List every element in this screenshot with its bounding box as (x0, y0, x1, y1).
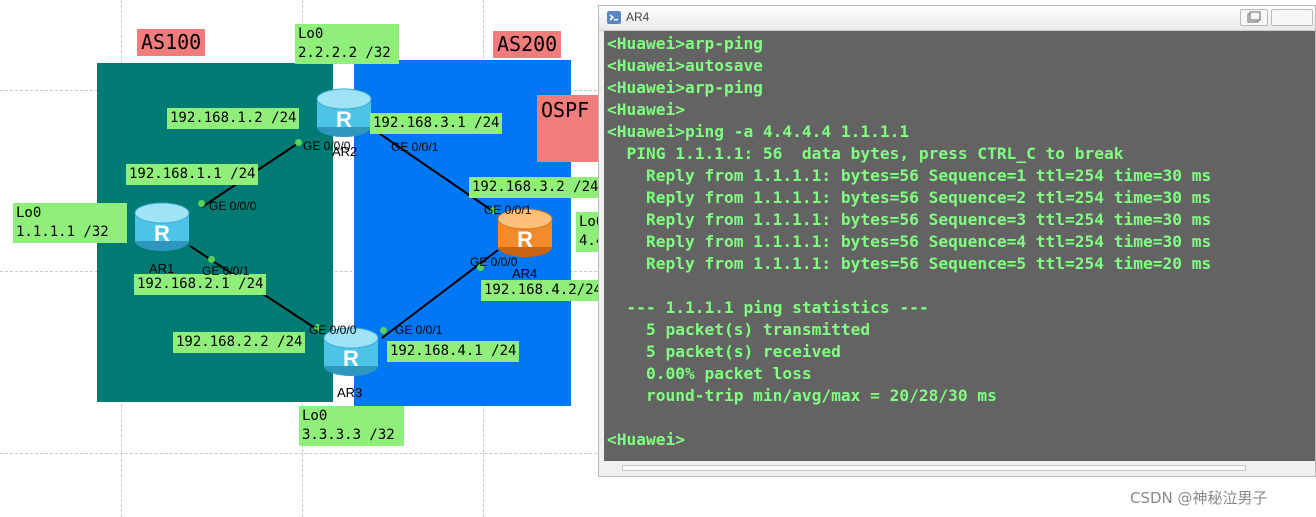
router-ar3-icon[interactable]: R (323, 322, 379, 378)
router-ar2-icon[interactable]: R (316, 83, 372, 139)
restore-button[interactable] (1240, 9, 1268, 26)
console-line: Reply from 1.1.1.1: bytes=56 Sequence=3 … (607, 210, 1212, 229)
as200-label[interactable]: AS200 (493, 31, 562, 58)
router-ar4-name: AR4 (512, 266, 538, 281)
svg-text:R: R (517, 227, 533, 252)
port-label-ar3-ge000: GE 0/0/0 (309, 323, 357, 337)
port-dot (477, 264, 484, 271)
ospf-label[interactable]: OSPF (537, 95, 603, 162)
console-line: <Huawei>ping -a 4.4.4.4 1.1.1.1 (607, 122, 910, 141)
console-line: Reply from 1.1.1.1: bytes=56 Sequence=2 … (607, 188, 1212, 207)
svg-text:R: R (336, 107, 352, 132)
ar4-loopback-label[interactable]: Lo0 4.4.4.4 /32 (576, 212, 602, 252)
router-ar3-name: AR3 (337, 385, 363, 400)
loopback-ip: 3.3.3.3 /32 (302, 427, 395, 443)
console-line: Reply from 1.1.1.1: bytes=56 Sequence=4 … (607, 232, 1212, 251)
port-dot (295, 139, 302, 146)
router-ar4-icon[interactable]: R (497, 203, 553, 259)
port-label-ar4-ge000: GE 0/0/0 (470, 255, 518, 269)
loopback-ip: 1.1.1.1 /32 (16, 224, 109, 240)
loopback-name: Lo0 (16, 205, 42, 221)
ip-label-ar1-ge001[interactable]: 192.168.2.1 /24 (134, 274, 267, 295)
port-label-ar2-ge000: GE 0/0/0 (303, 139, 351, 153)
horizontal-scrollbar[interactable] (604, 461, 1312, 473)
ip-label-ar4-ge001[interactable]: 192.168.3.2 /24 (469, 177, 602, 198)
ar1-loopback-label[interactable]: Lo0 1.1.1.1 /32 (13, 203, 127, 243)
close-button[interactable] (1271, 9, 1313, 26)
port-dot (208, 256, 215, 263)
as100-label[interactable]: AS100 (137, 29, 206, 56)
port-label-ar1-ge001: GE 0/0/1 (202, 264, 250, 278)
svg-text:R: R (343, 346, 359, 371)
port-dot (314, 324, 321, 331)
watermark: CSDN @神秘泣男子 (1130, 489, 1268, 507)
loopback-name: Lo0 (298, 26, 324, 42)
ip-label-ar2-ge000[interactable]: 192.168.1.2 /24 (167, 108, 300, 129)
terminal-app-icon (607, 11, 621, 24)
console-line: <Huawei> (607, 100, 685, 119)
ip-label-ar4-ge000[interactable]: 192.168.4.2/24 (481, 280, 606, 301)
router-ar1-name: AR1 (149, 261, 175, 276)
console-line: 5 packet(s) received (607, 342, 841, 361)
console-line: <Huawei>arp-ping (607, 34, 763, 53)
loopback-ip: 4.4.4.4 /32 (579, 233, 602, 249)
port-label-ar1-ge000: GE 0/0/0 (209, 199, 257, 213)
console-line: Reply from 1.1.1.1: bytes=56 Sequence=1 … (607, 166, 1212, 185)
console-line: PING 1.1.1.1: 56 data bytes, press CTRL_… (607, 144, 1124, 163)
svg-text:R: R (154, 221, 170, 246)
console-line: <Huawei>arp-ping (607, 78, 763, 97)
scrollbar-track[interactable] (622, 465, 1246, 471)
console-line: round-trip min/avg/max = 20/28/30 ms (607, 386, 997, 405)
console-line: 0.00% packet loss (607, 364, 812, 383)
ip-label-ar1-ge000[interactable]: 192.168.1.1 /24 (126, 164, 259, 185)
port-label-ar3-ge001: GE 0/0/1 (395, 323, 443, 337)
ip-label-ar3-ge000[interactable]: 192.168.2.2 /24 (173, 332, 306, 353)
ip-label-ar2-ge001[interactable]: 192.168.3.1 /24 (370, 113, 503, 134)
terminal-title: AR4 (626, 10, 650, 24)
port-dot (198, 200, 205, 207)
console-line: <Huawei>autosave (607, 56, 763, 75)
terminal-titlebar[interactable]: AR4 (599, 6, 1315, 31)
port-label-ar4-ge001: GE 0/0/1 (484, 203, 532, 217)
loopback-name: Lo0 (302, 408, 328, 424)
loopback-ip: 2.2.2.2 /32 (298, 45, 391, 61)
port-dot (490, 207, 497, 214)
console-line: --- 1.1.1.1 ping statistics --- (607, 298, 929, 317)
console-line: <Huawei> (607, 430, 685, 449)
terminal-console[interactable]: <Huawei>arp-ping <Huawei>autosave <Huawe… (604, 31, 1315, 461)
loopback-name: Lo0 (579, 214, 602, 230)
terminal-window[interactable]: AR4 <Huawei>arp-ping <Huawei>autosave <H… (598, 5, 1316, 477)
console-line: 5 packet(s) transmitted (607, 320, 871, 339)
console-line: Reply from 1.1.1.1: bytes=56 Sequence=5 … (607, 254, 1212, 273)
ar3-loopback-label[interactable]: Lo0 3.3.3.3 /32 (299, 406, 404, 446)
port-label-ar2-ge001: GE 0/0/1 (391, 140, 439, 154)
ar2-loopback-label[interactable]: Lo0 2.2.2.2 /32 (295, 24, 399, 64)
ip-label-ar3-ge001[interactable]: 192.168.4.1 /24 (387, 341, 520, 362)
restore-icon (1247, 11, 1261, 23)
router-ar2-name: AR2 (332, 144, 358, 159)
router-ar1-icon[interactable]: R (134, 197, 190, 253)
port-dot (380, 327, 387, 334)
